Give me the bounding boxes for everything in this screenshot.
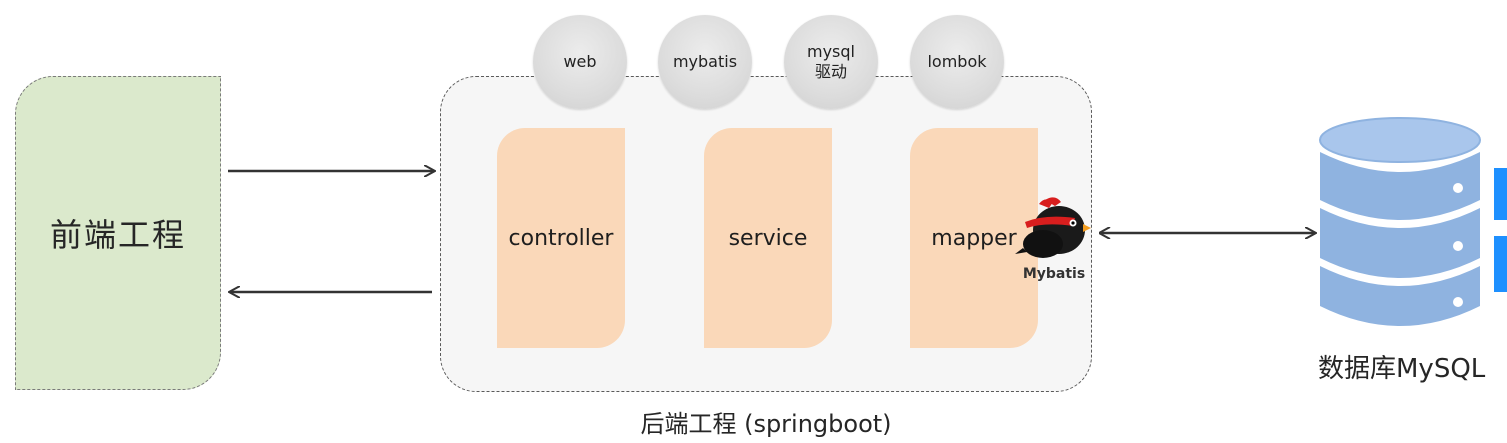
database-icon bbox=[1319, 117, 1481, 326]
dependency-mysql-driver: mysql 驱动 bbox=[784, 15, 878, 109]
dependency-lombok: lombok bbox=[910, 15, 1004, 109]
windows-logo-icon bbox=[1494, 168, 1507, 292]
mapper-layer: mapper bbox=[910, 128, 1038, 348]
mybatis-logo-text: Mybatis bbox=[1022, 266, 1086, 282]
backend-project-caption: 后端工程 (springboot) bbox=[640, 410, 892, 438]
service-layer: service bbox=[704, 128, 832, 348]
frontend-project-box: 前端工程 bbox=[15, 76, 221, 390]
controller-layer-label: controller bbox=[508, 225, 614, 251]
controller-layer: controller bbox=[497, 128, 625, 348]
mapper-layer-label: mapper bbox=[931, 225, 1017, 251]
service-layer-label: service bbox=[728, 225, 808, 251]
dependency-web: web bbox=[533, 15, 627, 109]
mybatis-bird-icon bbox=[1015, 197, 1091, 258]
frontend-project-label: 前端工程 bbox=[49, 216, 186, 254]
dependency-mybatis: mybatis bbox=[658, 15, 752, 109]
database-label: 数据库MySQL bbox=[1318, 354, 1486, 384]
